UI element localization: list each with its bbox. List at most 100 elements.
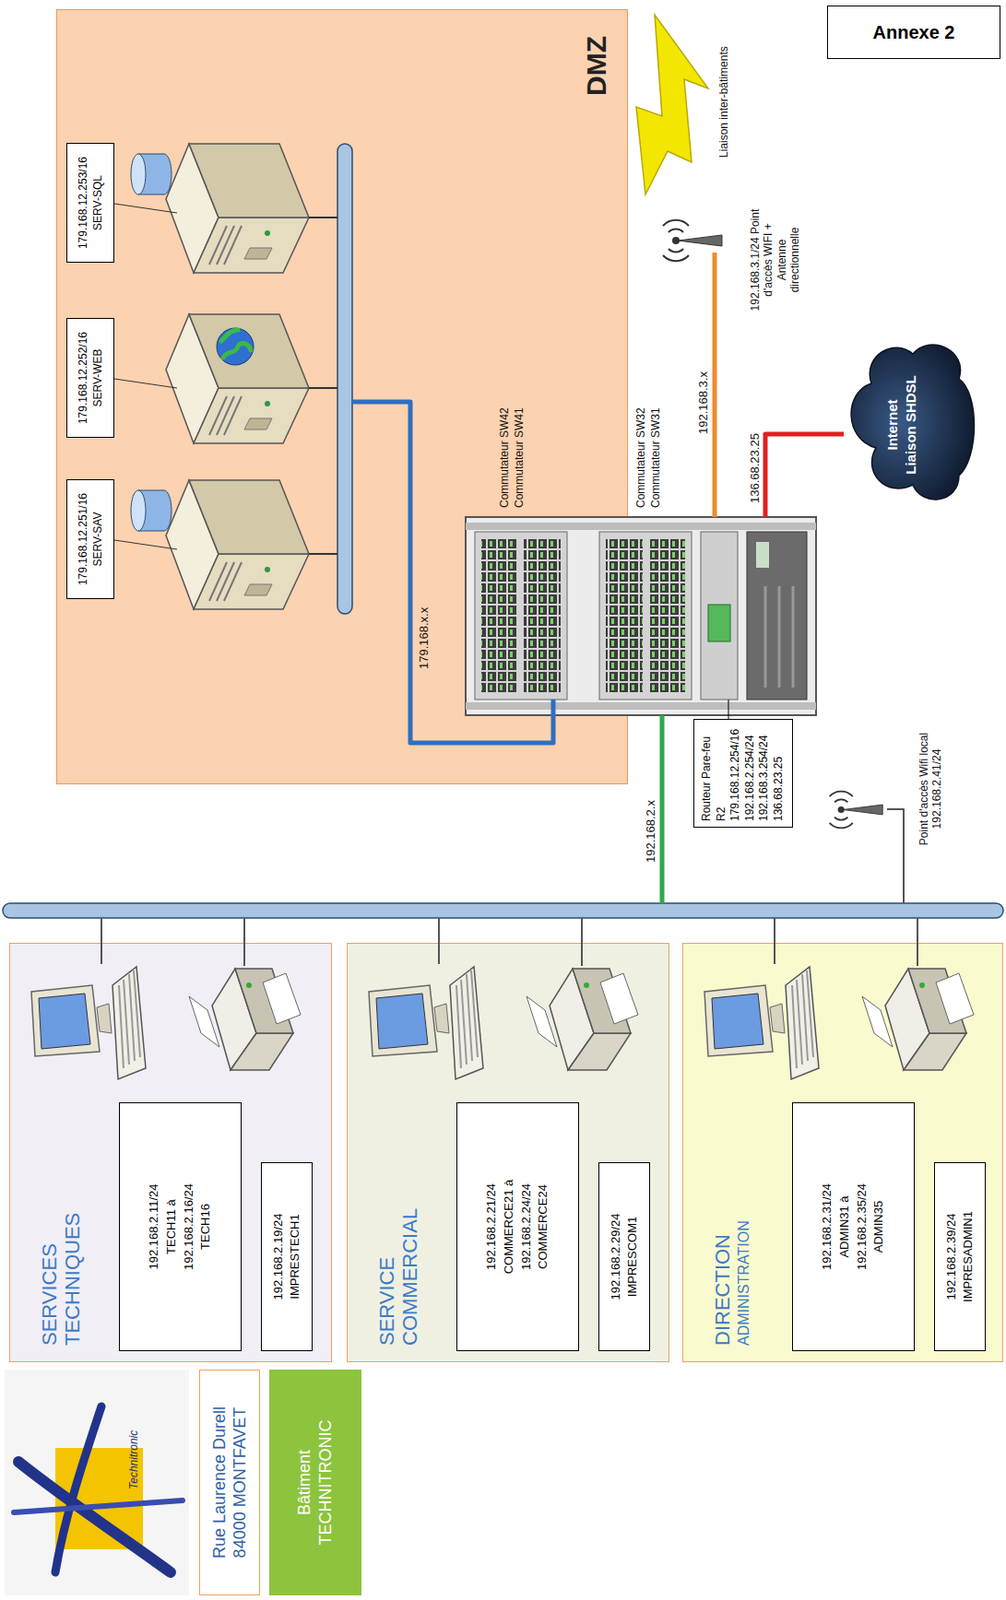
network-rack — [474, 532, 568, 700]
network-rack — [756, 542, 770, 569]
box-text: Internet Liaison SHDSL — [883, 374, 920, 476]
disk-symbol — [138, 490, 172, 532]
workstation-cable — [437, 918, 440, 965]
company-logo — [4, 1370, 190, 1597]
server-icon — [165, 143, 309, 610]
workstation-icon — [31, 967, 146, 1080]
inter-building-link — [636, 14, 709, 195]
network-label: 192.168.3.x — [696, 371, 711, 435]
service-panel: 192.168.2.11/24 TECH11 à 192.168.2.16/24… — [9, 943, 332, 1363]
network-rack — [465, 702, 817, 711]
printer-cable — [916, 918, 919, 967]
inter-building-link — [636, 14, 709, 195]
network-rack — [648, 539, 686, 693]
printer-icon — [862, 969, 974, 1071]
wifi-antenna — [829, 792, 884, 829]
network-rack — [481, 539, 519, 693]
host-range-box: 192.168.2.21/24 COMMERCE21 à 192.168.2.2… — [456, 1102, 580, 1352]
address-box: Rue Laurence Durell 84000 MONTFAVET — [199, 1370, 261, 1597]
box-text: 179.168.12.251/16 SERV-SAV — [75, 485, 106, 593]
globe-symbol — [221, 330, 251, 358]
building-box: Bâtiment TECHNITRONIC — [269, 1370, 362, 1597]
network-rack — [700, 532, 738, 700]
server-cable — [308, 553, 338, 556]
printer-address-box: 192.168.2.29/24 IMPRESCOM1 — [598, 1162, 651, 1352]
workstation-cable — [100, 918, 103, 965]
printer-cable — [243, 918, 246, 967]
logo-text: Technitronic — [127, 1431, 141, 1491]
disk-symbol — [130, 153, 146, 195]
network-rack — [523, 539, 561, 693]
server-label-box: 179.168.12.253/16 SERV-SQL — [66, 142, 115, 263]
lan-bus — [2, 903, 1004, 919]
printer-icon — [189, 969, 974, 1071]
panel-heading: DMZ — [580, 35, 613, 96]
box-text: 192.168.2.19/24 IMPRESTECH1 — [270, 1199, 303, 1315]
wifi-antenna — [662, 220, 722, 261]
disk-symbol — [130, 153, 172, 532]
globe-symbol — [216, 328, 254, 366]
network-rack — [465, 517, 817, 716]
server-cable — [308, 387, 338, 390]
internet-cloud: Internet Liaison SHDSL — [820, 337, 983, 513]
box-text: 179.168.12.253/16 SERV-SQL — [75, 149, 106, 257]
wifi-link — [712, 252, 718, 518]
printer-address-box: 192.168.2.39/24 IMPRESADMIN1 — [934, 1162, 986, 1352]
panel-heading: SERVICES TECHNIQUES — [37, 1148, 85, 1347]
dmz-zone: 179.168.12.251/16 SERV-SAV 179.168.12.252… — [56, 9, 628, 785]
company-logo — [13, 1501, 183, 1514]
printer-address-box: 192.168.2.19/24 IMPRESTECH1 — [260, 1162, 313, 1352]
disk-symbol — [138, 153, 172, 195]
network-label: Liaison inter-bâtiments — [717, 46, 731, 158]
network-rack — [465, 522, 817, 531]
box-text: Routeur Pare-feu R2 179.168.12.254/16 19… — [699, 725, 787, 822]
box-text: 192.168.2.31/24 ADMIN31 à 192.168.2.35/2… — [818, 1176, 888, 1279]
box-text: Rue Laurence Durell 84000 MONTFAVET — [209, 1397, 251, 1569]
server-cable — [308, 216, 338, 219]
printer-icon — [189, 969, 301, 1071]
network-rack — [765, 586, 793, 688]
printer-cable — [580, 918, 583, 967]
company-logo — [18, 1462, 171, 1574]
server-icon — [165, 143, 309, 273]
network-label: 136.68.23.25 — [747, 433, 763, 504]
wifi-cable — [887, 809, 904, 904]
dmz-pipe — [337, 143, 353, 615]
network-label: Commutateur SW32 — [634, 407, 648, 509]
box-text: 192.168.2.11/24 TECH11 à 192.168.2.16/24… — [145, 1176, 215, 1279]
service-panel: 192.168.2.31/24 ADMIN31 à 192.168.2.35/2… — [682, 943, 1004, 1363]
network-label: 179.168.x.x — [416, 607, 432, 670]
annex-box: Annexe 2 — [827, 5, 1001, 60]
cloud-outline — [851, 344, 974, 500]
service-panel: 192.168.2.21/24 COMMERCE21 à 192.168.2.2… — [346, 943, 670, 1363]
lan-bus — [2, 903, 1004, 919]
dmz-link — [352, 402, 554, 744]
server-label-box: 179.168.12.252/16 SERV-WEB — [66, 318, 115, 438]
router-box: Routeur Pare-feu R2 179.168.12.254/16 19… — [693, 719, 793, 829]
company-logo — [4, 1370, 190, 1597]
server-icon — [165, 314, 309, 444]
network-rack — [708, 604, 731, 642]
workstation-icon — [704, 967, 819, 1080]
network-rack — [599, 532, 692, 700]
workstation-icon — [31, 967, 819, 1080]
box-text: 179.168.12.252/16 SERV-WEB — [75, 324, 106, 432]
network-label: 192.168.2.x — [643, 800, 659, 864]
host-range-box: 192.168.2.31/24 ADMIN31 à 192.168.2.35/2… — [792, 1102, 915, 1352]
network-label: Point d'accès Wifi local 192.168.2.41/24 — [917, 715, 945, 864]
panel-subheading: ADMINISTRATION — [735, 944, 753, 1347]
network-rack — [605, 539, 643, 693]
wifi-antenna — [662, 220, 883, 829]
globe-symbol — [216, 328, 254, 366]
box-text: 192.168.2.39/24 IMPRESADMIN1 — [943, 1199, 976, 1315]
network-label: Commutateur SW42 — [497, 407, 511, 509]
network-rack — [746, 532, 807, 700]
disk-symbol — [130, 490, 146, 532]
lan-link — [660, 715, 665, 904]
workstation-cable — [773, 918, 776, 965]
printer-icon — [526, 969, 639, 1071]
box-text: 192.168.2.21/24 COMMERCE21 à 192.168.2.2… — [483, 1176, 553, 1279]
